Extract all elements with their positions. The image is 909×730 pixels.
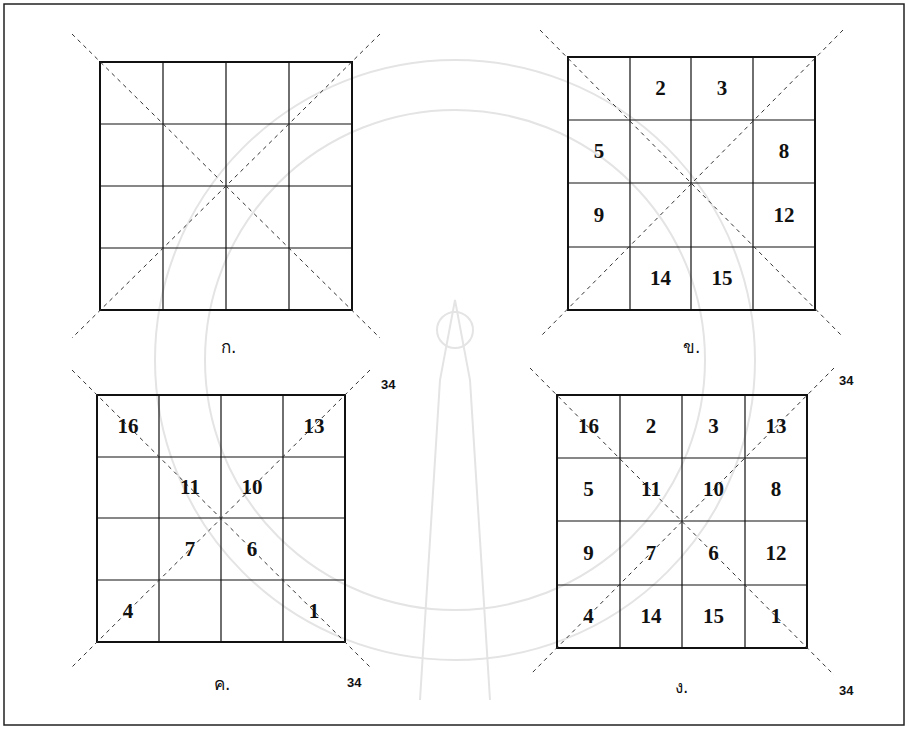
- cell-number: 13: [286, 398, 342, 454]
- panel-label: ง.: [675, 673, 688, 700]
- cell-number: 8: [756, 123, 812, 180]
- diagonal: [72, 30, 843, 675]
- magic-sum: 34: [839, 683, 853, 698]
- magic-sum: 34: [381, 377, 395, 392]
- cell-number: 9: [560, 524, 617, 582]
- panel-label: ค.: [214, 670, 230, 697]
- cell-number: 9: [571, 186, 627, 244]
- cell-number: 1: [286, 583, 342, 639]
- magic-sum: 34: [347, 675, 361, 690]
- cell-number: 16: [100, 398, 156, 454]
- cell-number: 11: [623, 461, 679, 518]
- cell-number: 16: [560, 398, 617, 455]
- panel-label: ข.: [683, 333, 700, 360]
- cell-number: 14: [623, 588, 679, 645]
- cell-number: 7: [623, 524, 679, 582]
- cell-number: 3: [694, 60, 750, 117]
- cell-number: 8: [748, 461, 804, 518]
- frame: [4, 4, 904, 725]
- cell-number: 1: [748, 588, 804, 645]
- cell-number: 10: [224, 460, 280, 515]
- cell-number: 6: [685, 524, 742, 582]
- cell-number: 6: [224, 521, 280, 577]
- cell-number: 11: [162, 460, 218, 515]
- cell-number: 2: [633, 60, 688, 117]
- cell-number: 12: [756, 186, 812, 244]
- cell-number: 4: [560, 588, 617, 645]
- cell-number: 2: [623, 398, 679, 455]
- cell-number: 15: [685, 588, 742, 645]
- cell-number: 5: [571, 123, 627, 180]
- cell-number: 12: [748, 524, 804, 582]
- cell-number: 15: [694, 250, 750, 307]
- magic-sum: 34: [839, 373, 853, 388]
- cell-number: 13: [748, 398, 804, 455]
- grid: [97, 57, 815, 648]
- panel-label: ก.: [221, 333, 236, 360]
- cell-number: 7: [162, 521, 218, 577]
- cell-number: 3: [685, 398, 742, 455]
- cell-number: 14: [633, 250, 688, 307]
- cell-number: 10: [685, 461, 742, 518]
- cell-number: 5: [560, 461, 617, 518]
- cell-number: 4: [100, 583, 156, 639]
